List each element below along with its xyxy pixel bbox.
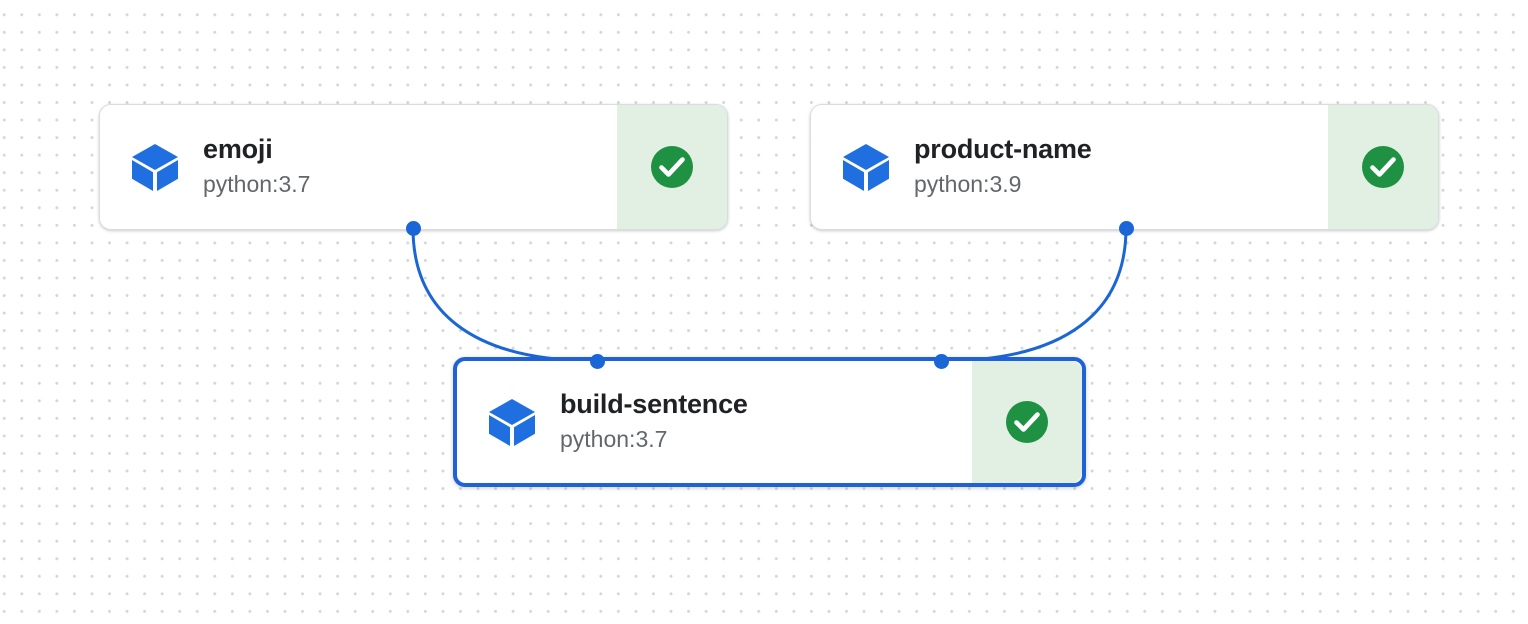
node-text: emoji python:3.7 (203, 134, 310, 200)
edge-emoji-to-build-sentence[interactable] (411, 226, 599, 363)
node-build-sentence[interactable]: build-sentence python:3.7 (453, 357, 1086, 487)
node-body[interactable]: build-sentence python:3.7 (457, 361, 972, 483)
node-subtitle: python:3.9 (914, 171, 1022, 197)
node-text: build-sentence python:3.7 (560, 389, 748, 455)
cube-icon (127, 139, 183, 195)
node-status-panel[interactable] (972, 361, 1082, 483)
node-status-panel[interactable] (617, 105, 727, 229)
port-build-sentence-in-right[interactable] (933, 353, 949, 369)
node-title: build-sentence (560, 388, 748, 419)
node-text: product-name python:3.9 (914, 134, 1092, 200)
node-emoji[interactable]: emoji python:3.7 (99, 104, 728, 230)
edge-product-name-to-build-sentence[interactable] (939, 226, 1128, 363)
node-product-name[interactable]: product-name python:3.9 (810, 104, 1439, 230)
node-status-panel[interactable] (1328, 105, 1438, 229)
node-title: emoji (203, 133, 273, 164)
node-title: product-name (914, 133, 1092, 164)
check-circle-icon (1003, 398, 1051, 446)
port-emoji-out[interactable] (405, 220, 421, 236)
node-body[interactable]: product-name python:3.9 (811, 105, 1328, 229)
node-subtitle: python:3.7 (203, 171, 311, 197)
cube-icon (484, 394, 540, 450)
node-body[interactable]: emoji python:3.7 (100, 105, 617, 229)
cube-icon (838, 139, 894, 195)
node-subtitle: python:3.7 (560, 426, 668, 452)
port-product-name-out[interactable] (1118, 220, 1134, 236)
check-circle-icon (648, 143, 696, 191)
port-build-sentence-in-left[interactable] (589, 353, 605, 369)
check-circle-icon (1359, 143, 1407, 191)
